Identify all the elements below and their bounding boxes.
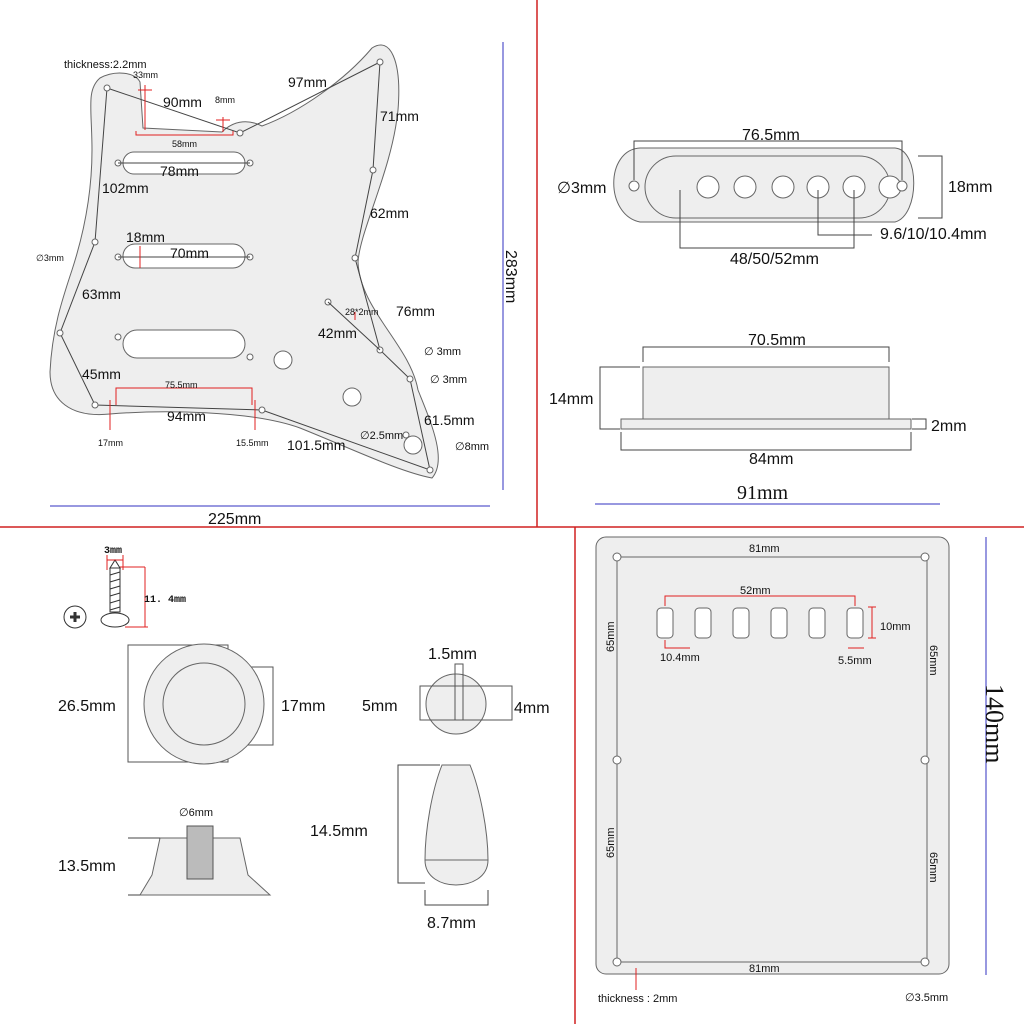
dim-label: 8.7mm [427,915,476,932]
backplate-panel: 81mm 52mm 10mm 10.4mm 5.5mm 65mm 65mm 65… [595,536,1009,1005]
dim-label: 65mm [605,621,617,652]
dim-label: ∅ 3mm [424,346,461,358]
dim-label: 101.5mm [287,437,345,453]
dim-label: 75.5mm [165,380,198,390]
dim-label: 65mm [605,827,617,858]
dim-label: 14.5mm [310,823,368,840]
dim-label: 65mm [927,645,939,676]
dim-label: 94mm [167,408,206,424]
dim-label: ∅6mm [179,807,213,819]
dim-label: 5mm [362,698,398,715]
screw-holes [56,58,434,474]
screw [63,555,148,629]
string-slots [656,607,864,639]
dim-label: 81mm [749,543,780,555]
switch-tip-top [425,673,487,735]
jack-hole [403,435,423,455]
dim-label: 9.6/10/10.4mm [880,226,987,243]
dim-label: 18mm [948,179,992,196]
dim-label: ∅3mm [557,180,607,197]
pickup-cover-panel: 76.5mm ∅3mm 18mm 9.6/10/10.4mm 48/50/52m… [549,127,992,505]
dim-label: 10.4mm [660,652,700,664]
dim-label: ∅8mm [455,441,489,453]
pickguard-panel: thickness:2.2mm 33mm 90mm 8mm 58mm 97mm … [36,42,519,528]
switch-tip-side [424,764,489,861]
dim-label: 84mm [749,451,793,468]
dim-label: 28*2mm [345,307,379,317]
pot-hole [273,350,293,370]
dim-label: 1.5mm [428,646,477,663]
pickup-side-body [642,366,890,420]
backplate-height-label: 140mm [980,684,1009,763]
dim-label: 5.5mm [838,655,872,667]
dim-label: 78mm [160,163,199,179]
pickguard-width-label: 225mm [208,511,261,528]
dim-label: 65mm [927,852,939,883]
dim-label: 17mm [281,698,325,715]
overall-width-label: 91mm [737,482,789,504]
dim-label: 10mm [880,621,911,633]
dim-label: 17mm [98,438,123,448]
red-dimensions [109,85,356,430]
dim-label: 48/50/52mm [730,251,819,268]
dim-label: 71mm [380,108,419,124]
dim-label: 13.5mm [58,858,116,875]
dim-label: 70mm [170,245,209,261]
dim-label: 62mm [370,205,409,221]
dim-label: 58mm [172,139,197,149]
dim-label: 3mm [104,546,122,557]
pickup-side-base [620,418,912,430]
dim-label: 97mm [288,74,327,90]
dim-label: 61.5mm [424,412,475,428]
dim-label: 4mm [514,700,550,717]
dim-label: ∅3mm [36,253,64,263]
pickup-slot-bridge [122,329,246,359]
backplate-screw-holes [612,552,930,967]
dim-label: 11. 4mm [144,595,186,606]
pickup-slot-middle [122,243,246,269]
dim-label: 90mm [163,94,202,110]
dim-label: 42mm [318,325,357,341]
dim-label: 76mm [396,303,435,319]
pickguard-height-label: 283mm [502,250,519,303]
dim-label: 2mm [931,418,967,435]
dim-label: 45mm [82,366,121,382]
dim-label: 26.5mm [58,698,116,715]
dim-label: 76.5mm [742,127,800,144]
dim-label: 14mm [549,391,593,408]
dim-label: 33mm [133,70,158,80]
dim-label: 52mm [740,585,771,597]
backplate-outline [595,536,950,975]
dim-label: 81mm [749,963,780,975]
dim-label: 15.5mm [236,438,269,448]
pot-hole [342,387,362,407]
dim-label: 63mm [82,286,121,302]
thickness-label: thickness:2.2mm [64,59,147,71]
dim-label: thickness : 2mm [598,993,677,1005]
dim-label: ∅2.5mm [360,430,403,442]
dim-label: ∅3.5mm [905,992,948,1004]
parts-panel: 3mm 11. 4mm 26.5mm 17mm ∅6mm 13.5mm 1.5m… [58,546,550,932]
pole-holes [696,175,902,199]
dim-label: 18mm [126,229,165,245]
dim-label: 70.5mm [748,332,806,349]
dim-label: 102mm [102,180,149,196]
dim-label: ∅ 3mm [430,374,467,386]
dim-label: 8mm [215,95,235,105]
